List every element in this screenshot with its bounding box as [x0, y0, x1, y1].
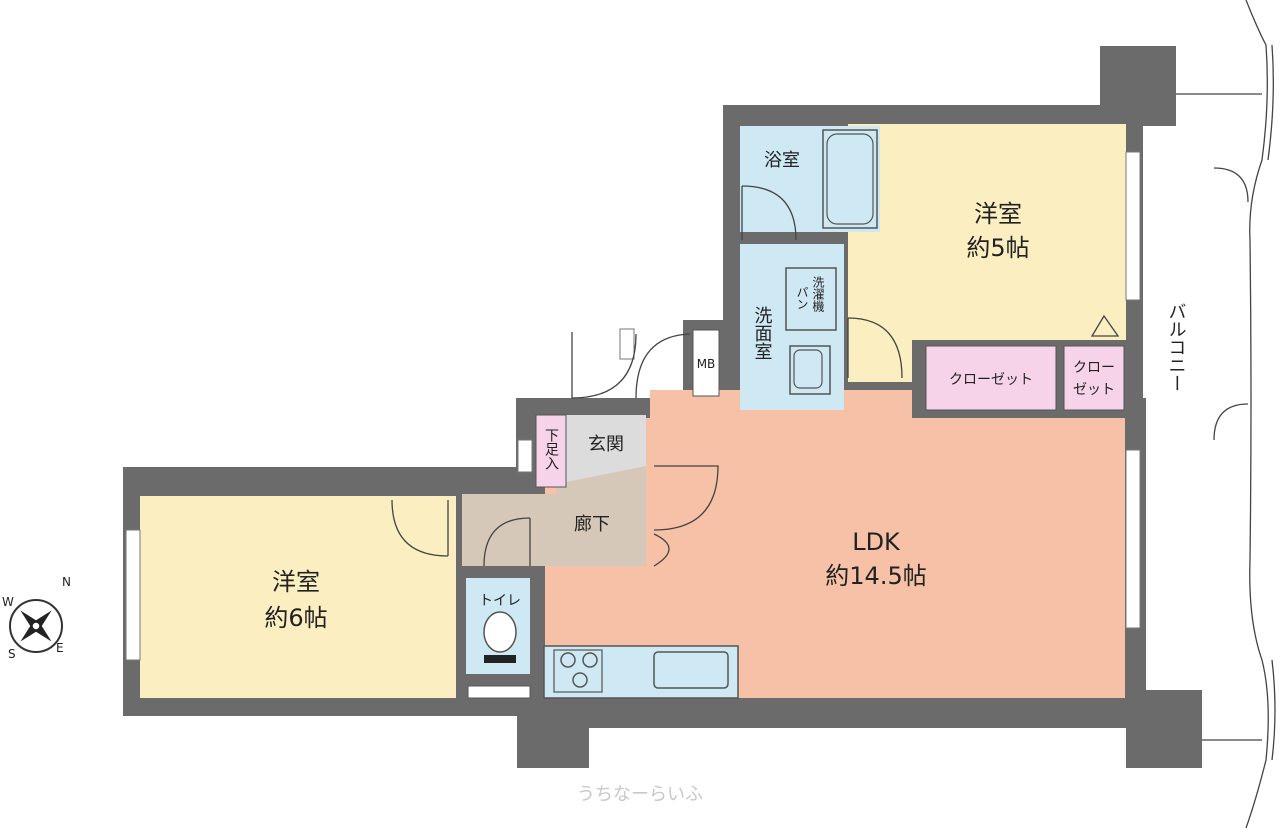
- washing-machine-line1: 洗濯機: [811, 276, 825, 312]
- closet-wide-floor: [925, 345, 1057, 411]
- washing-machine-pan: [785, 267, 837, 331]
- entrance-name: 玄関: [588, 434, 624, 455]
- balcony-structure: [1176, 0, 1276, 828]
- toilet-shelf: [467, 685, 531, 699]
- hallway-floor: [462, 466, 646, 566]
- western-room-large-size: 約6帖: [264, 604, 327, 632]
- closet-narrow-floor: [1063, 345, 1125, 411]
- meter-box-name: MB: [697, 357, 716, 371]
- toilet-tank: [484, 655, 516, 663]
- washing-machine-line2: パン: [795, 286, 809, 310]
- washroom-name: 洗面室: [752, 306, 773, 360]
- toilet-name: トイレ: [479, 593, 521, 609]
- stove-frame: [553, 649, 603, 693]
- shoe-storage-name: 下足入: [543, 428, 559, 470]
- wash-basin: [789, 345, 831, 395]
- watermark: うちなーらいふ: [577, 784, 703, 805]
- wash-basin-bowl: [793, 349, 823, 389]
- hallway-name: 廊下: [574, 514, 610, 535]
- western-room-large-name: 洋室: [272, 568, 320, 596]
- compass-icon: [9, 599, 63, 653]
- compass-e: E: [56, 641, 64, 655]
- closet-narrow-line1: クロー: [1073, 360, 1115, 376]
- western-room-small-size: 約5帖: [966, 234, 1029, 262]
- shoe-storage: [535, 414, 567, 488]
- compass-s: S: [8, 647, 16, 661]
- windows: [125, 151, 1141, 661]
- kitchen-sink: [653, 651, 729, 689]
- compass-w: W: [2, 595, 14, 609]
- balcony-name: バルコニー: [1166, 302, 1187, 392]
- entrance-floor: [566, 415, 646, 482]
- closet-wide-name: クローゼット: [949, 372, 1033, 388]
- western-room-large-floor: [140, 496, 456, 698]
- stove-burners: [560, 652, 598, 688]
- bathtub: [822, 129, 878, 229]
- bathroom-name: 浴室: [764, 150, 800, 171]
- western-room-small-floor-ext: [848, 240, 912, 382]
- ldk-name: LDK: [852, 528, 901, 556]
- doors: [391, 185, 1120, 567]
- ldk-size: 約14.5帖: [825, 562, 926, 590]
- meter-box: [692, 329, 720, 397]
- western-room-small-name: 洋室: [974, 200, 1022, 228]
- toilet-bowl: [483, 611, 517, 653]
- bathtub-inner: [826, 133, 874, 225]
- closet-narrow-line2: ゼット: [1073, 382, 1115, 398]
- compass-n: N: [62, 575, 71, 589]
